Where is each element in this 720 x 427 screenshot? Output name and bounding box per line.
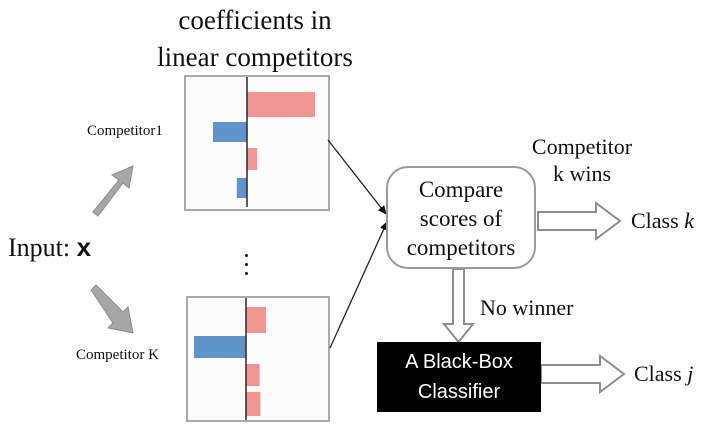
class-k-var: k xyxy=(684,208,694,233)
arrow-to-blackbox-icon xyxy=(441,268,476,344)
black-box-classifier: A Black-Box Classifier xyxy=(377,342,541,412)
class-j-var: j xyxy=(687,361,694,386)
arrow-to-class-j-icon xyxy=(540,354,626,394)
competitor-1-bar-chart xyxy=(213,77,315,207)
coefficient-bar-2 xyxy=(213,122,247,142)
input-label-text: Input: xyxy=(8,233,77,262)
class-k-label: Class k xyxy=(631,208,694,234)
competitor-k-label: Competitor K xyxy=(76,347,159,363)
coefficient-bar-4 xyxy=(236,178,247,198)
blackbox-line-2: Classifier xyxy=(417,381,501,403)
arrow-competitor-k-to-compare xyxy=(329,221,388,349)
win-label-line-2: k wins xyxy=(552,161,612,186)
title-line-1: coefficients in xyxy=(178,5,332,35)
compare-line-1: Compare xyxy=(418,177,504,202)
coefficient-bar-3 xyxy=(246,364,260,386)
coefficients-title: coefficients in linear competitors xyxy=(150,2,360,76)
ellipsis-icon xyxy=(244,254,250,281)
compare-scores-box: Compare scores of competitors xyxy=(386,166,536,269)
title-line-2: linear competitors xyxy=(157,42,353,72)
competitor-k-bar-chart xyxy=(194,298,266,420)
arrow-to-competitor-1-icon xyxy=(92,165,134,217)
competitor-k-wins-label: Competitor k wins xyxy=(522,133,642,187)
coefficient-bar-3 xyxy=(247,148,258,170)
class-j-label: Class j xyxy=(634,361,693,387)
coefficient-bar-4 xyxy=(246,392,261,416)
arrow-to-competitor-k-icon xyxy=(90,284,134,334)
competitor-1-coefficients-panel xyxy=(184,75,330,211)
compare-line-3: competitors xyxy=(406,235,516,260)
blackbox-line-1: A Black-Box xyxy=(405,351,513,373)
coefficient-bar-1 xyxy=(246,307,266,333)
class-k-prefix: Class xyxy=(631,208,685,233)
arrow-to-class-k-icon xyxy=(537,201,622,241)
win-label-line-1: Competitor xyxy=(531,134,633,159)
competitor-k-coefficients-panel xyxy=(186,296,330,422)
no-winner-label: No winner xyxy=(480,295,574,320)
coefficient-bar-2 xyxy=(194,336,246,358)
input-variable: x xyxy=(76,232,92,262)
competitor-1-label: Competitor1 xyxy=(87,123,163,139)
compare-line-2: scores of xyxy=(419,206,503,231)
coefficient-bar-1 xyxy=(247,92,315,117)
class-j-prefix: Class xyxy=(634,361,688,386)
input-label: Input: x xyxy=(8,232,91,263)
arrow-competitor-1-to-compare xyxy=(327,139,387,215)
